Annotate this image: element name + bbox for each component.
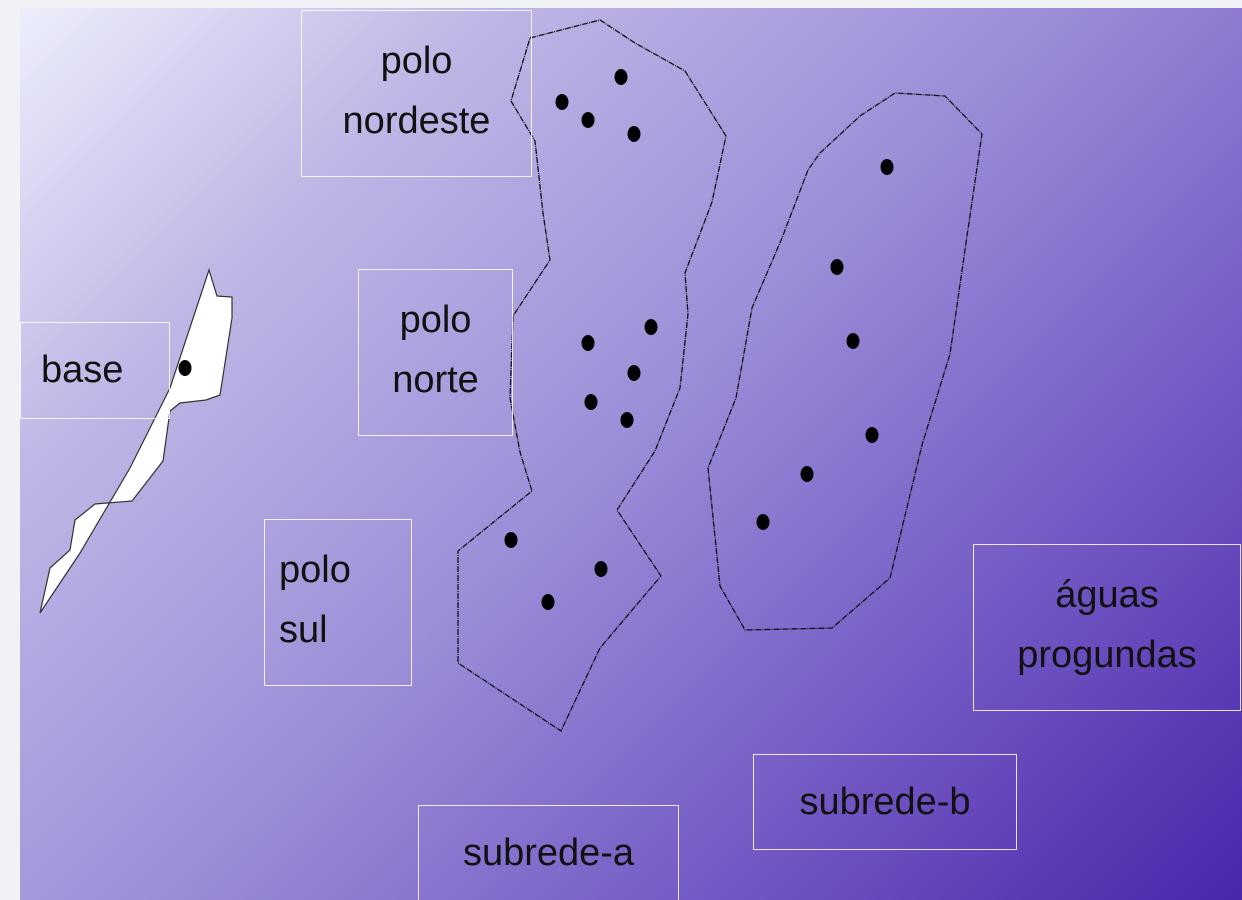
subrede-b-outline [707,92,983,631]
nodes [178,69,894,610]
node-norte-4 [584,394,598,410]
node-norte-3 [627,365,641,381]
node-base [178,360,192,376]
node-aguas-5 [800,466,814,482]
node-nordeste-1 [614,69,628,85]
base-shape [39,268,233,614]
label-base: base [20,322,170,419]
node-aguas-6 [756,514,770,530]
diagram-graphics [39,19,983,732]
node-aguas-4 [865,427,879,443]
label-subrede-a: subrede-a [418,805,679,900]
label-polo-sul: polo sul [264,519,412,686]
node-aguas-3 [846,333,860,349]
label-polo-nordeste: polo nordeste [301,10,532,177]
node-sul-3 [541,594,555,610]
node-norte-2 [581,335,595,351]
node-sul-1 [504,532,518,548]
node-norte-5 [620,412,634,428]
node-aguas-2 [830,259,844,275]
subrede-a-outline [457,19,727,732]
node-nordeste-4 [627,126,641,142]
node-nordeste-3 [581,112,595,128]
node-sul-2 [594,561,608,577]
node-aguas-1 [880,159,894,175]
diagram-canvas: base polo nordeste polo norte polo sul á… [20,8,1242,900]
label-polo-norte: polo norte [358,269,513,436]
node-nordeste-2 [555,94,569,110]
node-norte-1 [644,319,658,335]
label-aguas-profundas: águas progundas [973,544,1241,711]
label-subrede-b: subrede-b [753,754,1017,850]
